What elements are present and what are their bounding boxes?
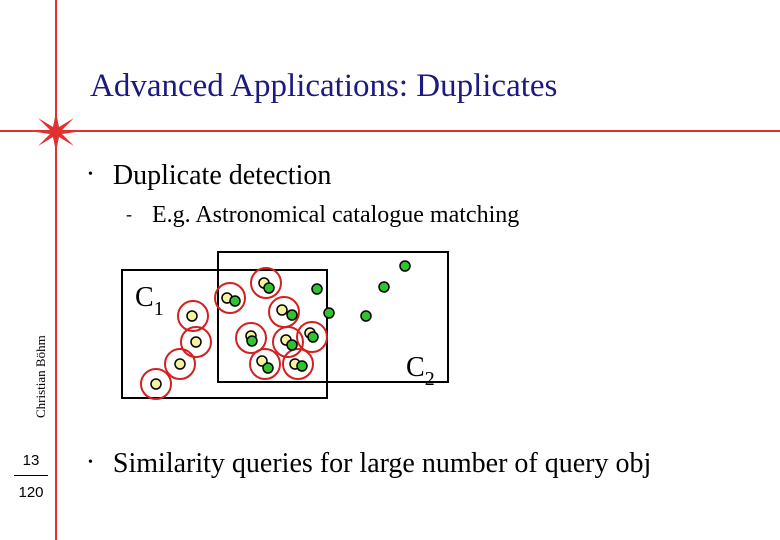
bullet-text: Similarity queries for large number of q…: [112, 448, 652, 479]
vertical-accent-line: [55, 0, 57, 540]
bullet-similarity-queries: • Similarity queries for large number of …: [88, 448, 651, 480]
catalogue-2-point: [399, 260, 411, 272]
match-circle: [272, 326, 304, 358]
catalogue-2-point: [262, 362, 274, 374]
catalogue-2-point: [360, 310, 372, 322]
match-circle: [235, 322, 267, 354]
horizontal-accent-line: [0, 130, 780, 132]
catalogue-2-point: [246, 335, 258, 347]
match-circle: [164, 348, 196, 380]
bullet-icon: •: [88, 166, 93, 182]
catalogue-2-point: [307, 331, 319, 343]
catalogue-2-point: [378, 281, 390, 293]
page-number: 13: [22, 452, 40, 469]
catalogue-1-point: [186, 310, 198, 322]
catalogue-2-point: [229, 295, 241, 307]
catalogue-1-point: [174, 358, 186, 370]
catalogue-1-point: [190, 336, 202, 348]
match-circle: [140, 368, 172, 400]
catalogue-2-point: [296, 360, 308, 372]
bullet-icon: •: [88, 454, 93, 470]
match-circle: [250, 267, 282, 299]
catalogue-2-point: [286, 339, 298, 351]
sub-bullet-text: E.g. Astronomical catalogue matching: [152, 202, 520, 228]
catalogue-2-point: [263, 282, 275, 294]
sub-bullet-astronomical: -E.g. Astronomical catalogue matching: [126, 202, 519, 229]
match-circles: [140, 267, 328, 400]
slide-title: Advanced Applications: Duplicates: [90, 68, 558, 104]
catalogue-2-point: [286, 309, 298, 321]
catalogue-2-point: [311, 283, 323, 295]
match-circle: [296, 321, 328, 353]
match-circle: [249, 348, 281, 380]
bullet-text: Duplicate detection: [112, 160, 332, 191]
catalogue-1-label: C1: [135, 282, 164, 320]
catalogue-2-label: C2: [406, 352, 435, 390]
catalogue-2-box: [217, 251, 449, 383]
catalogue-1-points: [150, 277, 316, 390]
match-circle: [282, 348, 314, 380]
star-icon: [36, 112, 76, 152]
bullet-duplicate-detection: • Duplicate detection: [88, 160, 331, 192]
page-total: 120: [18, 484, 44, 501]
catalogue-2-points: [229, 260, 411, 374]
match-circle: [180, 326, 212, 358]
match-circle: [177, 300, 209, 332]
author-name: Christian Böhm: [33, 335, 48, 418]
catalogue-1-point: [276, 304, 288, 316]
dash-icon: -: [126, 204, 132, 224]
match-circle: [214, 282, 246, 314]
catalogue-2-point: [323, 307, 335, 319]
catalogue-1-point: [150, 378, 162, 390]
page-divider: [14, 475, 48, 476]
